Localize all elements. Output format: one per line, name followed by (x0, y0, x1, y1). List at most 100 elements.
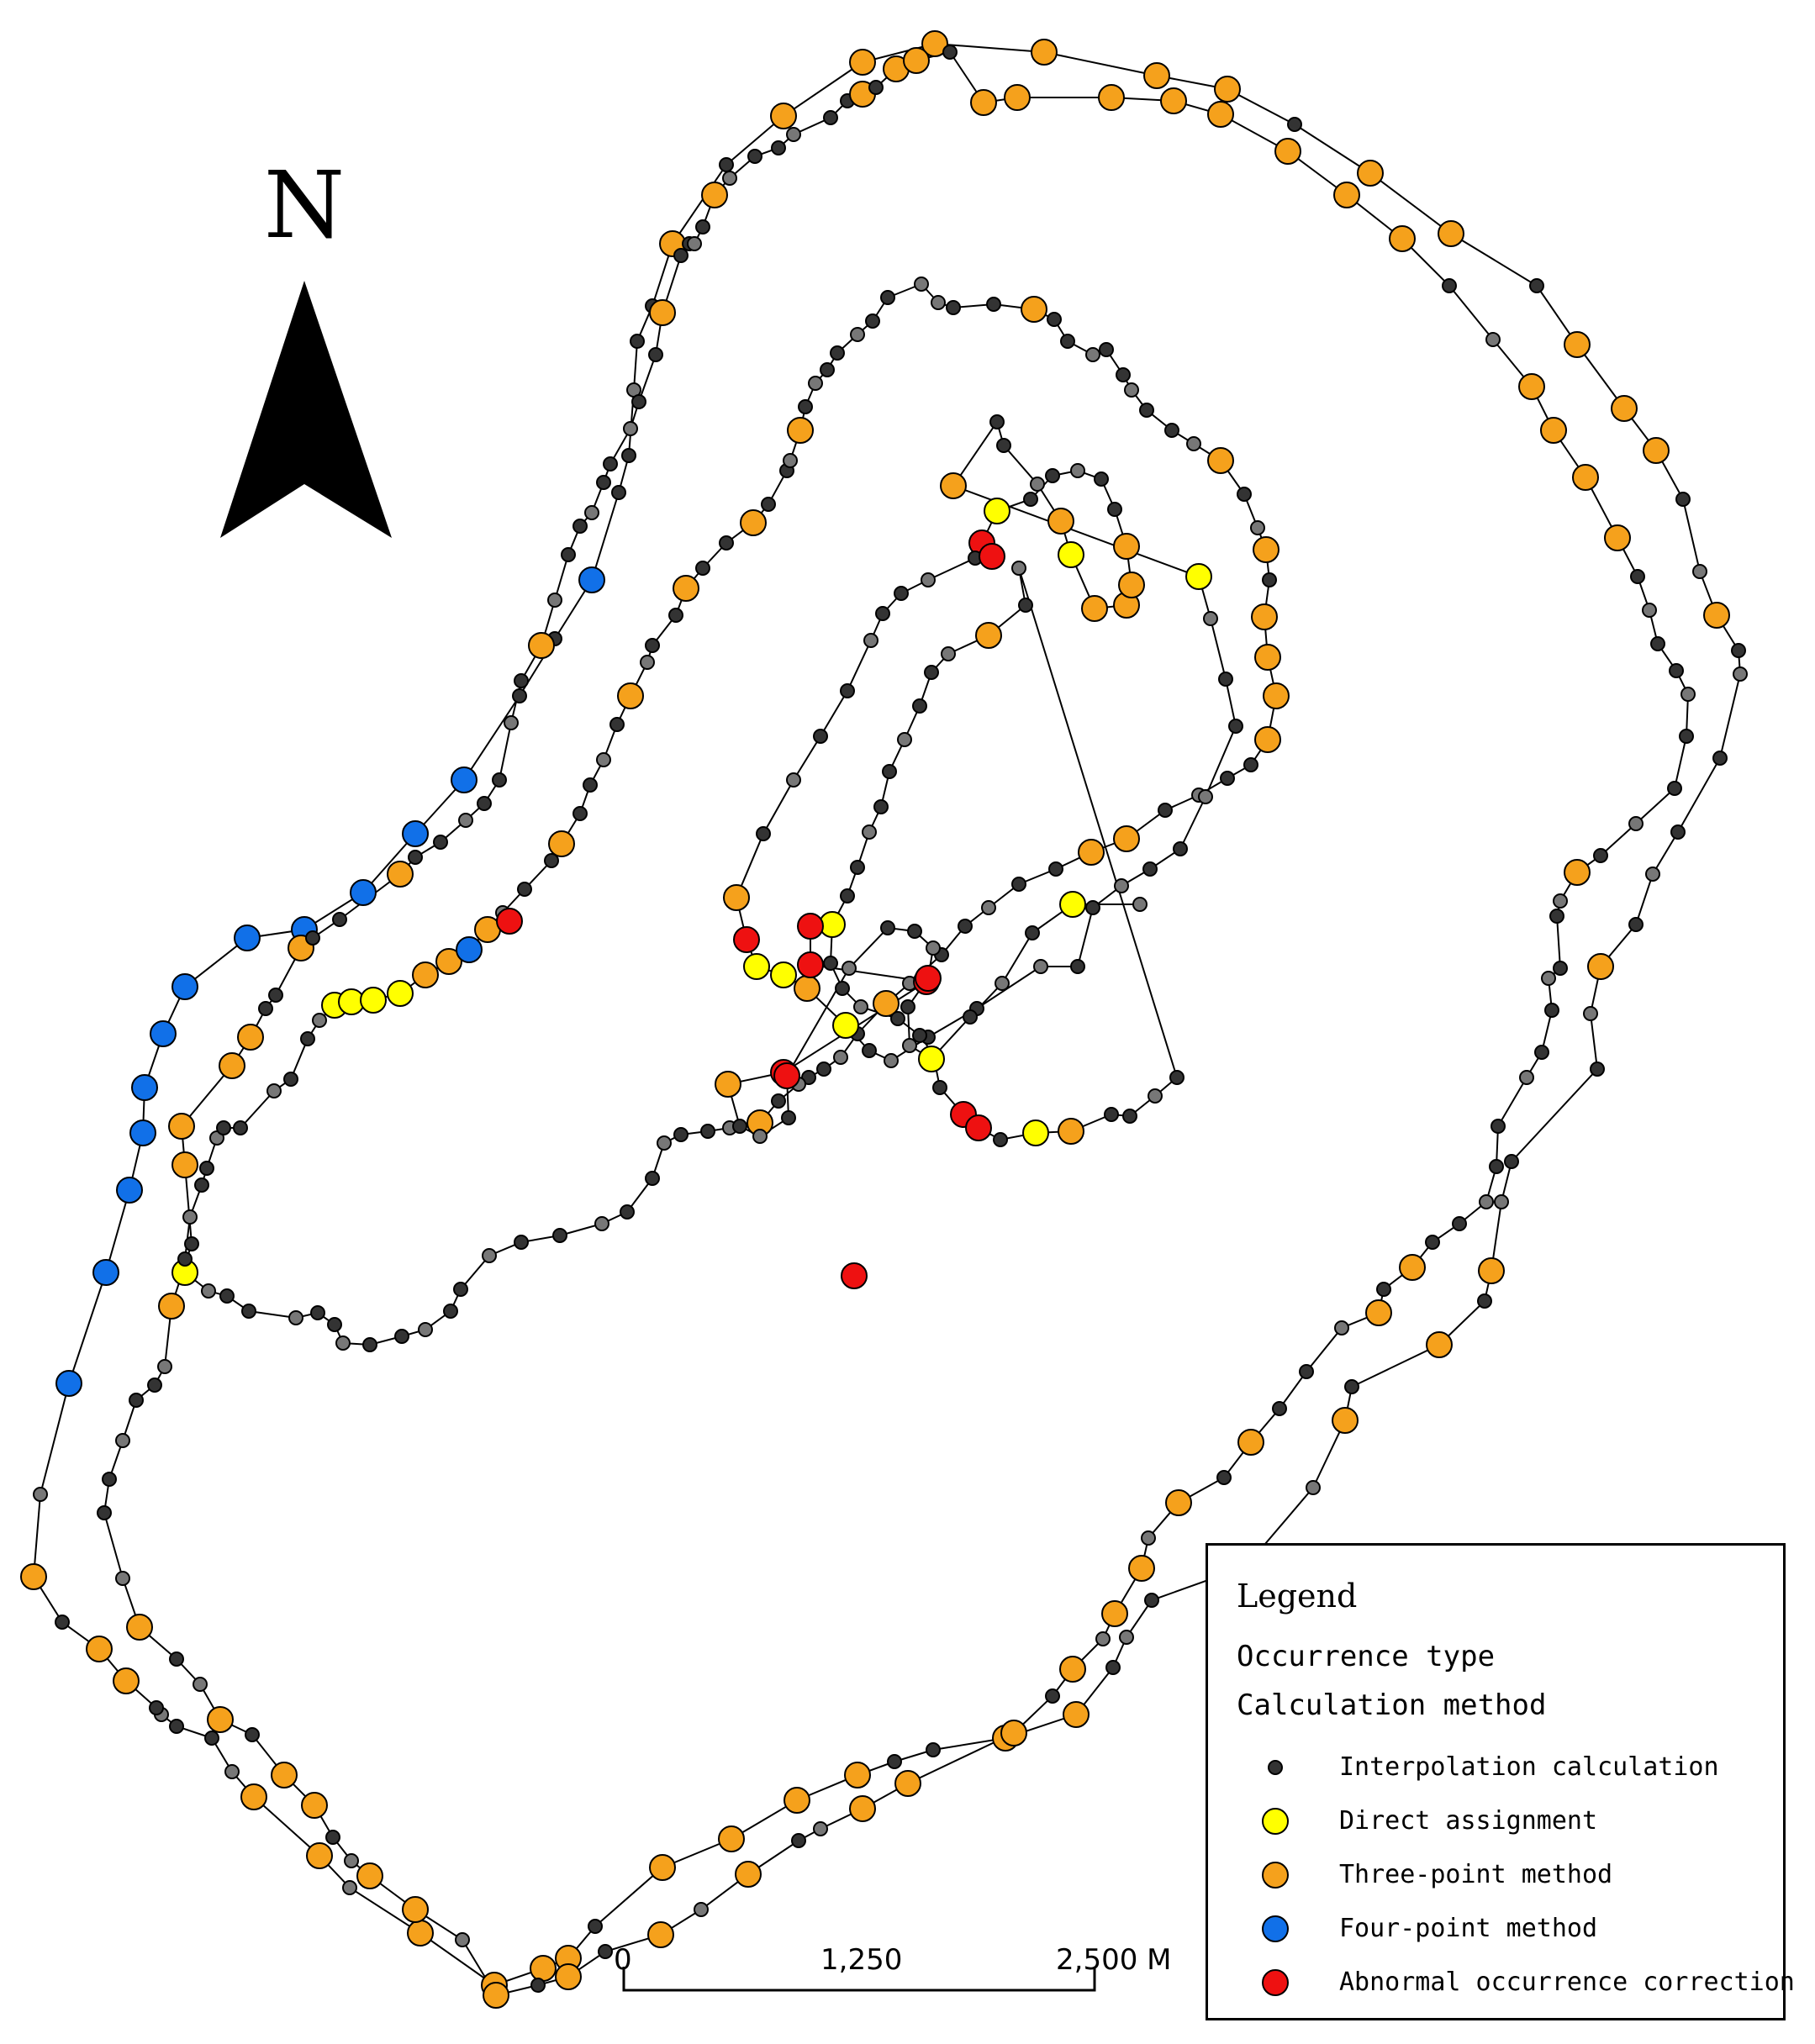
occurrence-point (477, 796, 492, 811)
occurrence-point (150, 1020, 177, 1047)
scale-label-2500: 2,500 M (1056, 1943, 1172, 1977)
occurrence-point (787, 417, 814, 444)
occurrence-point (797, 913, 824, 940)
occurrence-point (1018, 598, 1033, 613)
occurrence-point (1253, 536, 1279, 563)
legend-label: Abnormal occurrence correction (1339, 1968, 1795, 1997)
occurrence-point (993, 1132, 1008, 1147)
occurrence-point (1425, 1235, 1440, 1250)
occurrence-point (784, 1787, 810, 1814)
occurrence-point (1485, 332, 1501, 347)
occurrence-point (735, 1861, 762, 1888)
legend-item-direct: Direct assignment (1258, 1794, 1780, 1845)
occurrence-point (1243, 757, 1258, 772)
occurrence-point (868, 80, 884, 95)
occurrence-point (451, 766, 477, 793)
occurrence-point (1011, 561, 1026, 576)
occurrence-point (986, 297, 1001, 312)
occurrence-point (407, 1920, 434, 1947)
occurrence-point (718, 1825, 745, 1852)
occurrence-point (1047, 508, 1074, 535)
occurrence-point (584, 505, 599, 520)
occurrence-point (647, 1921, 674, 1948)
occurrence-point (756, 826, 771, 841)
occurrence-point (1144, 1593, 1159, 1608)
occurrence-point (840, 888, 855, 903)
occurrence-point (649, 1854, 676, 1881)
occurrence-point (1022, 1119, 1049, 1146)
occurrence-point (808, 376, 823, 391)
occurrence-point (981, 900, 996, 915)
occurrence-point (266, 1083, 282, 1098)
legend-label: Interpolation calculation (1339, 1752, 1719, 1782)
occurrence-point (1667, 781, 1682, 796)
occurrence-point (1642, 603, 1657, 618)
occurrence-point (1085, 900, 1100, 915)
occurrence-point (1085, 347, 1100, 362)
occurrence-point (912, 698, 927, 714)
occurrence-point (1587, 953, 1614, 980)
occurrence-point (55, 1615, 70, 1630)
occurrence-point (512, 688, 527, 703)
north-label: N (264, 151, 345, 259)
occurrence-point (823, 110, 838, 125)
occurrence-point (530, 1955, 557, 1982)
occurrence-point (850, 327, 865, 342)
occurrence-point (900, 999, 915, 1014)
occurrence-point (583, 777, 598, 793)
occurrence-point (241, 1304, 256, 1319)
occurrence-point (548, 830, 575, 857)
legend-label: Four-point method (1339, 1914, 1598, 1943)
occurrence-point (963, 1009, 978, 1025)
occurrence-point (199, 1161, 214, 1176)
occurrence-point (387, 980, 414, 1007)
occurrence-point (1023, 492, 1038, 507)
occurrence-point (1357, 160, 1384, 187)
occurrence-point (1165, 1489, 1192, 1516)
occurrence-point (350, 879, 377, 906)
occurrence-point (402, 820, 429, 847)
occurrence-point (433, 835, 448, 850)
occurrence-point (835, 981, 850, 996)
occurrence-point (673, 1127, 689, 1142)
occurrence-point (687, 236, 702, 251)
occurrence-point (786, 127, 801, 142)
occurrence-point (989, 414, 1005, 429)
occurrence-point (129, 1119, 156, 1146)
occurrence-point (820, 362, 835, 377)
occurrence-point (1479, 1194, 1494, 1209)
occurrence-point (561, 547, 576, 562)
occurrence-point (168, 1113, 195, 1140)
occurrence-point (1254, 644, 1281, 671)
occurrence-point (942, 45, 958, 60)
occurrence-point (258, 1001, 273, 1016)
occurrence-point (219, 1288, 235, 1304)
occurrence-point (1045, 468, 1060, 483)
occurrence-point (327, 1317, 342, 1332)
occurrence-point (1399, 1254, 1426, 1281)
occurrence-point (514, 1235, 529, 1250)
occurrence-point (617, 682, 644, 709)
occurrence-point (1262, 572, 1277, 587)
occurrence-point (1142, 861, 1158, 877)
occurrence-point (1105, 1660, 1121, 1675)
occurrence-point (931, 295, 946, 310)
occurrence-point (402, 1896, 429, 1923)
occurrence-point (201, 1283, 216, 1299)
occurrence-point (305, 930, 320, 946)
occurrence-point (1000, 1720, 1027, 1746)
occurrence-point (640, 655, 655, 670)
occurrence-point (1030, 477, 1045, 492)
occurrence-point (1553, 961, 1568, 976)
occurrence-point (1011, 877, 1026, 892)
occurrence-point (722, 171, 737, 186)
occurrence-point (875, 606, 890, 621)
occurrence-point (1203, 611, 1218, 626)
occurrence-point (1058, 541, 1084, 568)
occurrence-point (970, 89, 997, 116)
legend-item-four-point: Four-point method (1258, 1902, 1780, 1952)
occurrence-point (645, 1171, 660, 1186)
occurrence-point (1104, 1107, 1119, 1122)
occurrence-point (903, 47, 930, 74)
